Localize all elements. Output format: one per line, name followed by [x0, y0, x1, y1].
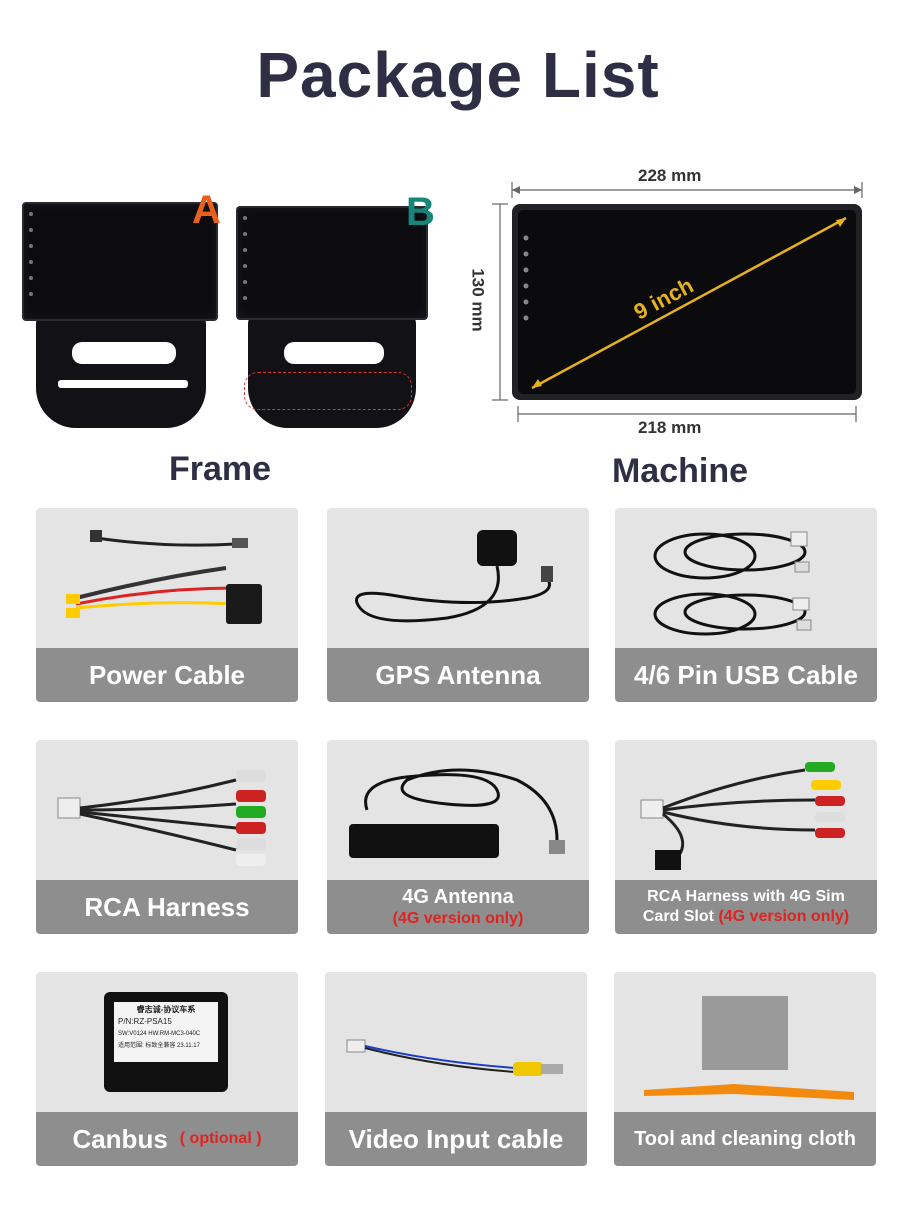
- frame-a-bezel: [36, 310, 206, 428]
- machine-top-dimension: 228 mm: [638, 166, 702, 185]
- power-cable-label: Power Cable: [88, 659, 246, 690]
- video-input-cable-label: Video Input cable: [348, 1123, 564, 1154]
- frame-b-bezel: [248, 310, 416, 428]
- tool-cloth-label: Tool and cleaning cloth: [634, 1127, 856, 1150]
- 4g-antenna-note: (4G version only): [392, 909, 524, 927]
- usb-cable-label: 4/6 Pin USB Cable: [634, 659, 858, 690]
- frame-b: [234, 204, 428, 434]
- pry-tool-image: [644, 1084, 854, 1100]
- cleaning-cloth: [702, 996, 788, 1070]
- item-card-usb-cable: 4/6 Pin USB Cable: [615, 508, 877, 702]
- canbus-sticker-line4: 适用范围: 标致全兼容 23.11.17: [118, 1043, 200, 1049]
- canbus-note: ( optional ): [179, 1130, 262, 1147]
- item-card-rca-harness: RCA Harness: [36, 740, 298, 934]
- rca-harness-4g-label-line1: RCA Harness with 4G Sim: [647, 888, 845, 905]
- rca-harness-image: [57, 770, 266, 866]
- 4g-antenna-label: 4G Antenna: [402, 885, 514, 908]
- usb-cable-label-bar: 4/6 Pin USB Cable: [615, 648, 877, 702]
- frame-a-letter: A: [192, 188, 221, 232]
- canbus-label: Canbus: [72, 1123, 168, 1154]
- machine-label: Machine: [611, 452, 749, 490]
- gps-antenna-label: GPS Antenna: [375, 659, 541, 690]
- frame-a-slot: [58, 380, 188, 388]
- frame-b-vent: [284, 342, 384, 364]
- item-card-power-cable: Power Cable: [36, 508, 298, 702]
- rca-harness-label-bar: RCA Harness: [36, 880, 298, 934]
- rca-harness-4g-label-line2: Card Slot: [642, 908, 714, 925]
- frame-a: [22, 200, 218, 435]
- frame-b-screen: [236, 206, 428, 320]
- rca-harness-4g-image: [640, 762, 845, 870]
- video-input-cable-label-bar: Video Input cable: [325, 1112, 587, 1166]
- rca-harness-4g-note: (4G version only): [718, 908, 850, 925]
- rca-harness-4g-label-bar: RCA Harness with 4G Sim Card Slot (4G ve…: [615, 880, 877, 934]
- item-card-4g-antenna: 4G Antenna (4G version only): [327, 740, 589, 934]
- canbus-sticker-line3: SW:V0124 HW:RM-MC3-040C: [118, 1031, 201, 1037]
- machine-diagram: [492, 182, 863, 422]
- item-card-gps-antenna: GPS Antenna: [327, 508, 589, 702]
- gps-antenna-label-bar: GPS Antenna: [327, 648, 589, 702]
- tool-cloth-label-bar: Tool and cleaning cloth: [614, 1112, 876, 1166]
- page-title: Package List: [256, 39, 660, 111]
- canbus-label-bar: Canbus ( optional ): [36, 1112, 298, 1166]
- machine-side-dimension: 130 mm: [468, 268, 488, 332]
- machine-bottom-dimension: 218 mm: [638, 418, 702, 437]
- video-input-cable-image: [346, 1039, 563, 1076]
- frame-b-highlight: [244, 372, 412, 410]
- power-cable-label-bar: Power Cable: [36, 648, 298, 702]
- 4g-antenna-image: [349, 768, 565, 858]
- canbus-sticker-line2: P/N:RZ-PSA15: [118, 1017, 172, 1026]
- usb-cable-image: [653, 531, 812, 636]
- item-card-rca-harness-4g: RCA Harness with 4G Sim Card Slot (4G ve…: [615, 740, 877, 934]
- canbus-sticker-line1: 睿志诚-协议车系: [136, 1005, 196, 1014]
- frame-a-vent: [72, 342, 176, 364]
- canbus-sticker: 睿志诚-协议车系 P/N:RZ-PSA15 SW:V0124 HW:RM-MC3…: [114, 1002, 218, 1062]
- frame-b-letter: B: [406, 190, 435, 234]
- item-card-canbus: 睿志诚-协议车系 P/N:RZ-PSA15 SW:V0124 HW:RM-MC3…: [36, 972, 298, 1166]
- canbus-box: 睿志诚-协议车系 P/N:RZ-PSA15 SW:V0124 HW:RM-MC3…: [104, 992, 228, 1092]
- frame-a-screen: [22, 202, 218, 321]
- rca-harness-label: RCA Harness: [84, 891, 250, 922]
- 4g-antenna-label-bar: 4G Antenna (4G version only): [327, 880, 589, 934]
- gps-antenna-image: [355, 530, 553, 623]
- item-card-tool-cloth: Tool and cleaning cloth: [614, 972, 876, 1166]
- frame-label: Frame: [168, 450, 272, 488]
- item-card-video-input-cable: Video Input cable: [325, 972, 587, 1166]
- power-cable-image: [66, 530, 262, 624]
